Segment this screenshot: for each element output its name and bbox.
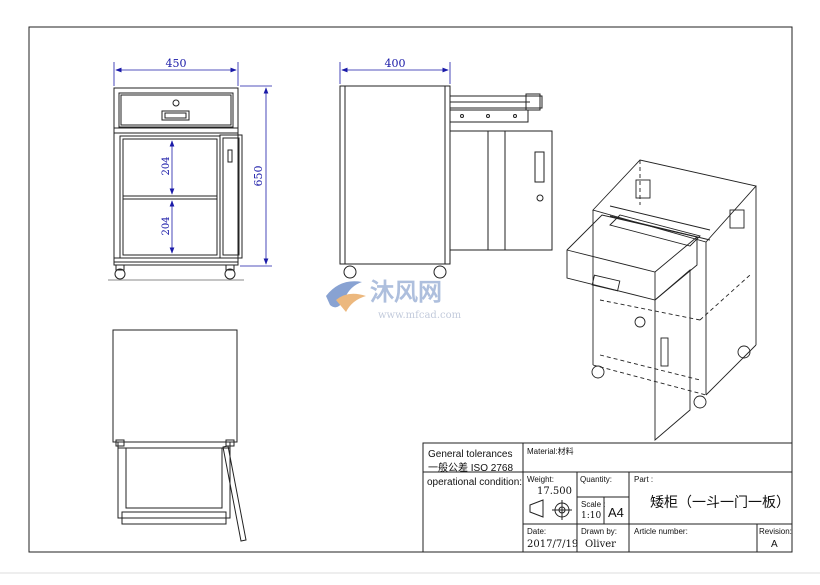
dim-shelf-lower: 204	[161, 216, 172, 235]
scale-value: 1:10	[581, 511, 602, 521]
general-tolerances-en: General tolerances	[428, 449, 513, 460]
revision-label: Revision:	[759, 527, 792, 536]
operational-condition: operational condition:	[427, 477, 523, 488]
quantity-label: Quantity:	[580, 475, 613, 484]
dim-width-front: 450	[166, 57, 187, 70]
scale-label: Scale :	[581, 500, 606, 509]
dim-width-side: 400	[385, 57, 406, 70]
part-label: Part :	[634, 475, 654, 484]
front-dimensions	[113, 62, 272, 267]
top-view	[112, 329, 247, 542]
general-tolerances-cn: 一般公差 ISO 2768	[428, 463, 514, 474]
side-view	[339, 85, 553, 279]
sheet-border	[28, 26, 793, 553]
revision-value: A	[771, 539, 778, 550]
isometric-view	[566, 159, 757, 441]
side-dimensions	[339, 62, 451, 84]
dim-height-total: 650	[252, 166, 265, 187]
weight-label: Weight:	[527, 475, 554, 484]
watermark-cn: 沐风网	[370, 277, 442, 306]
date-value: 2017/7/19	[527, 539, 579, 550]
material-label: Material:材料	[527, 447, 574, 456]
watermark: 沐风网 www.mfcad.com	[326, 277, 462, 321]
weight-value: 17.500	[537, 486, 572, 497]
front-view	[108, 87, 244, 281]
dim-shelf-upper: 204	[161, 156, 172, 175]
drawn-by-value: Oliver	[585, 539, 616, 550]
title-block	[422, 442, 793, 553]
watermark-url: www.mfcad.com	[378, 310, 462, 321]
sheet-size: A4	[608, 505, 624, 520]
watermark-logo-icon	[326, 281, 362, 308]
drawn-by-label: Drawn by:	[581, 527, 618, 536]
date-label: Date:	[527, 527, 547, 536]
part-name: 矮柜（一斗一门一板）	[650, 495, 790, 511]
article-number-label: Article number:	[634, 527, 688, 536]
